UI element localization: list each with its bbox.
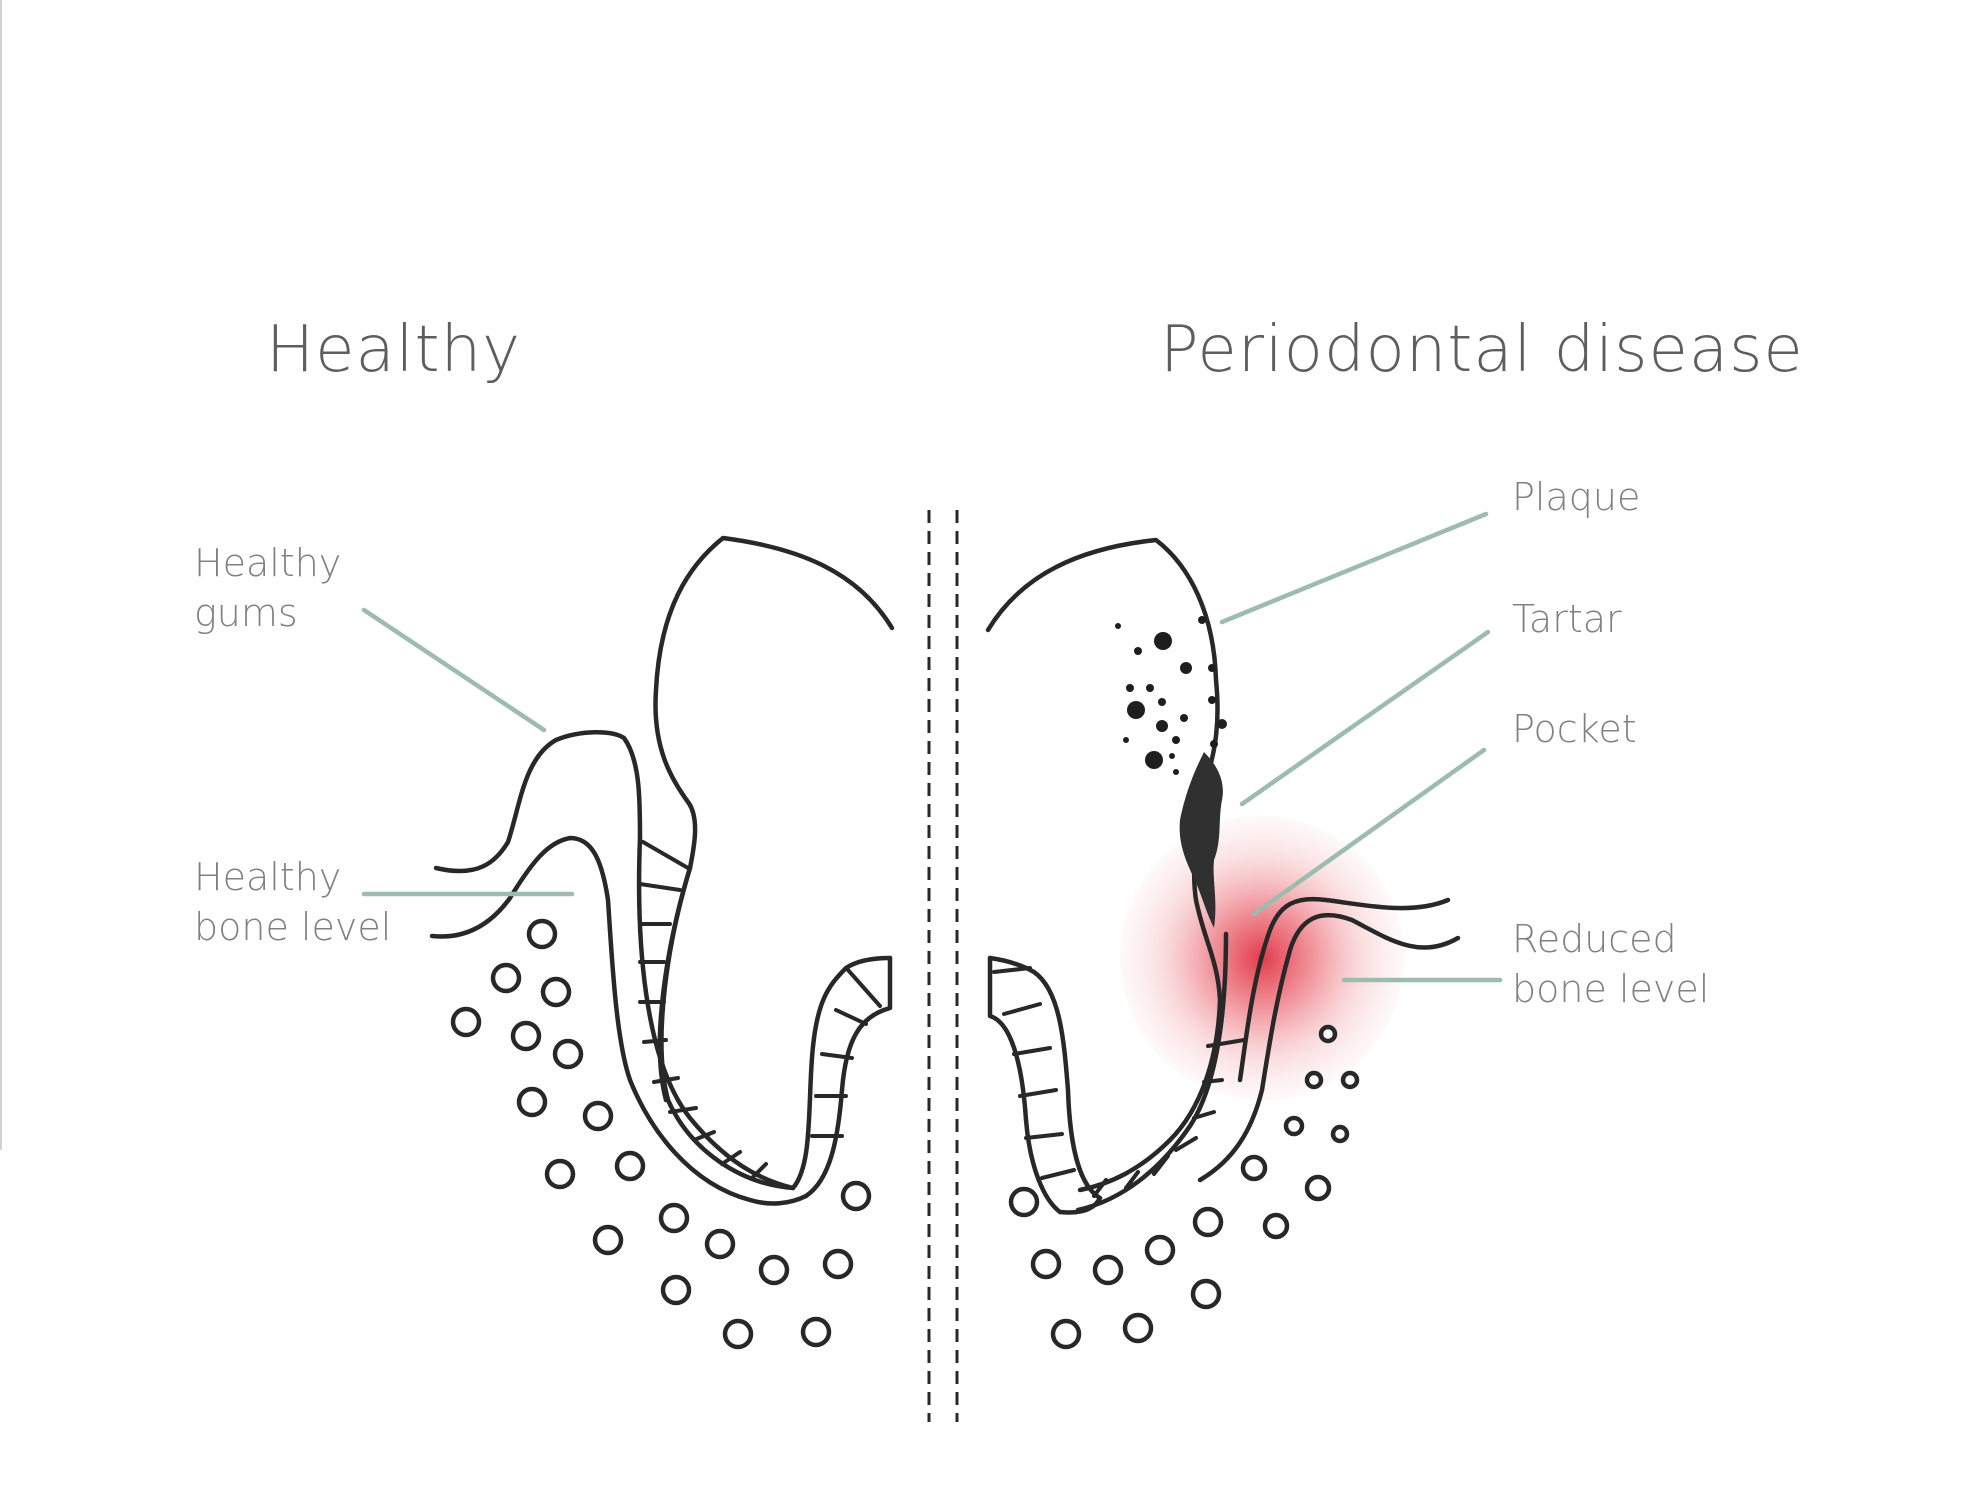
healthy-title: Healthy bbox=[266, 313, 522, 387]
pocket-label: Pocket bbox=[1512, 704, 1637, 754]
healthy-tooth-outline bbox=[653, 535, 895, 1191]
disease-root-inner bbox=[1075, 931, 1229, 1213]
disease-left-root-edge bbox=[987, 955, 1103, 1215]
healthy-bone-level-label-line-1: Healthy bbox=[194, 855, 342, 899]
tartar-label: Tartar bbox=[1512, 594, 1622, 644]
healthy-bone-dots bbox=[450, 918, 872, 1350]
healthy-tooth-inner bbox=[657, 865, 693, 1103]
reduced-bone-level-label-line-1: Reduced bbox=[1512, 917, 1677, 961]
healthy-gums-leader bbox=[361, 607, 547, 733]
reduced-bone-level-label: Reduced bone level bbox=[1512, 914, 1709, 1014]
disease-bone-dots bbox=[1008, 1024, 1360, 1350]
disease-tooth bbox=[985, 537, 1461, 1215]
disease-ligament-rungs bbox=[992, 966, 1246, 1198]
healthy-root-inner-edge bbox=[636, 835, 796, 1191]
tartar-label-line-1: Tartar bbox=[1512, 597, 1622, 641]
healthy-gums-label-line-1: Healthy bbox=[194, 541, 342, 585]
healthy-tooth bbox=[429, 535, 895, 1206]
healthy-gums-label: Healthy gums bbox=[194, 538, 341, 638]
disease-tooth-outline bbox=[985, 537, 1220, 783]
leader-lines bbox=[361, 511, 1503, 983]
plaque-leader bbox=[1219, 511, 1489, 625]
plaque-label: Plaque bbox=[1512, 472, 1640, 522]
tartar-deposit bbox=[1179, 752, 1223, 928]
tartar-leader bbox=[1239, 629, 1491, 807]
healthy-gum-inner bbox=[429, 835, 809, 1206]
reduced-bone-level-label-line-2: bone level bbox=[1512, 967, 1710, 1012]
healthy-bone-level-label: Healthy bone level bbox=[194, 852, 391, 952]
pocket-leader bbox=[1251, 747, 1487, 917]
plaque-label-line-1: Plaque bbox=[1512, 475, 1641, 519]
disease-gum-outer bbox=[1237, 896, 1451, 1083]
healthy-ligament-rungs bbox=[638, 840, 882, 1180]
healthy-gums-label-line-2: gums bbox=[194, 591, 298, 636]
healthy-gum-outer bbox=[433, 730, 643, 874]
healthy-right-root-edge bbox=[803, 955, 893, 1199]
plaque-dots bbox=[1115, 616, 1227, 775]
disease-left-root-outer bbox=[987, 955, 1063, 1215]
periodontal-disease-title: Periodontal disease bbox=[1160, 313, 1804, 387]
healthy-bone-level-label-line-2: bone level bbox=[194, 905, 392, 950]
center-divider bbox=[927, 510, 959, 1422]
disease-gum-inner bbox=[1197, 912, 1461, 1183]
pocket-label-line-1: Pocket bbox=[1512, 707, 1637, 751]
frame-edge bbox=[0, 0, 2, 1150]
